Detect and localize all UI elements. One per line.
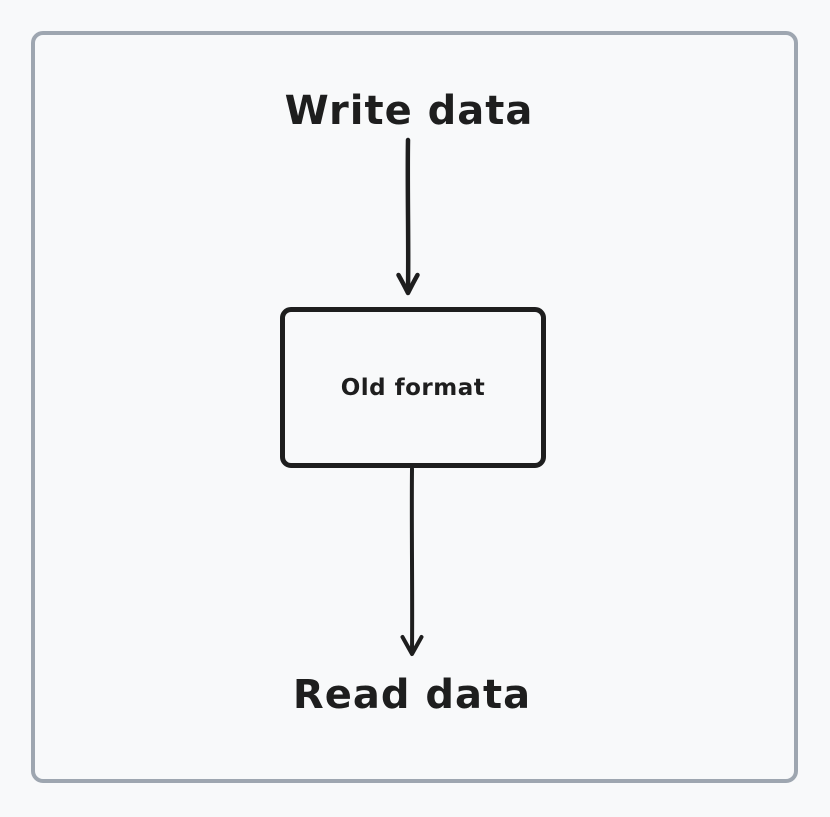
arrow-down-icon bbox=[396, 137, 420, 296]
old-format-label: Old format bbox=[340, 374, 486, 401]
outer-frame bbox=[31, 31, 798, 783]
write-data-label: Write data bbox=[284, 88, 534, 134]
old-format-box: Old format bbox=[280, 307, 546, 468]
read-data-label: Read data bbox=[292, 672, 532, 718]
arrow-down-icon bbox=[400, 468, 424, 656]
